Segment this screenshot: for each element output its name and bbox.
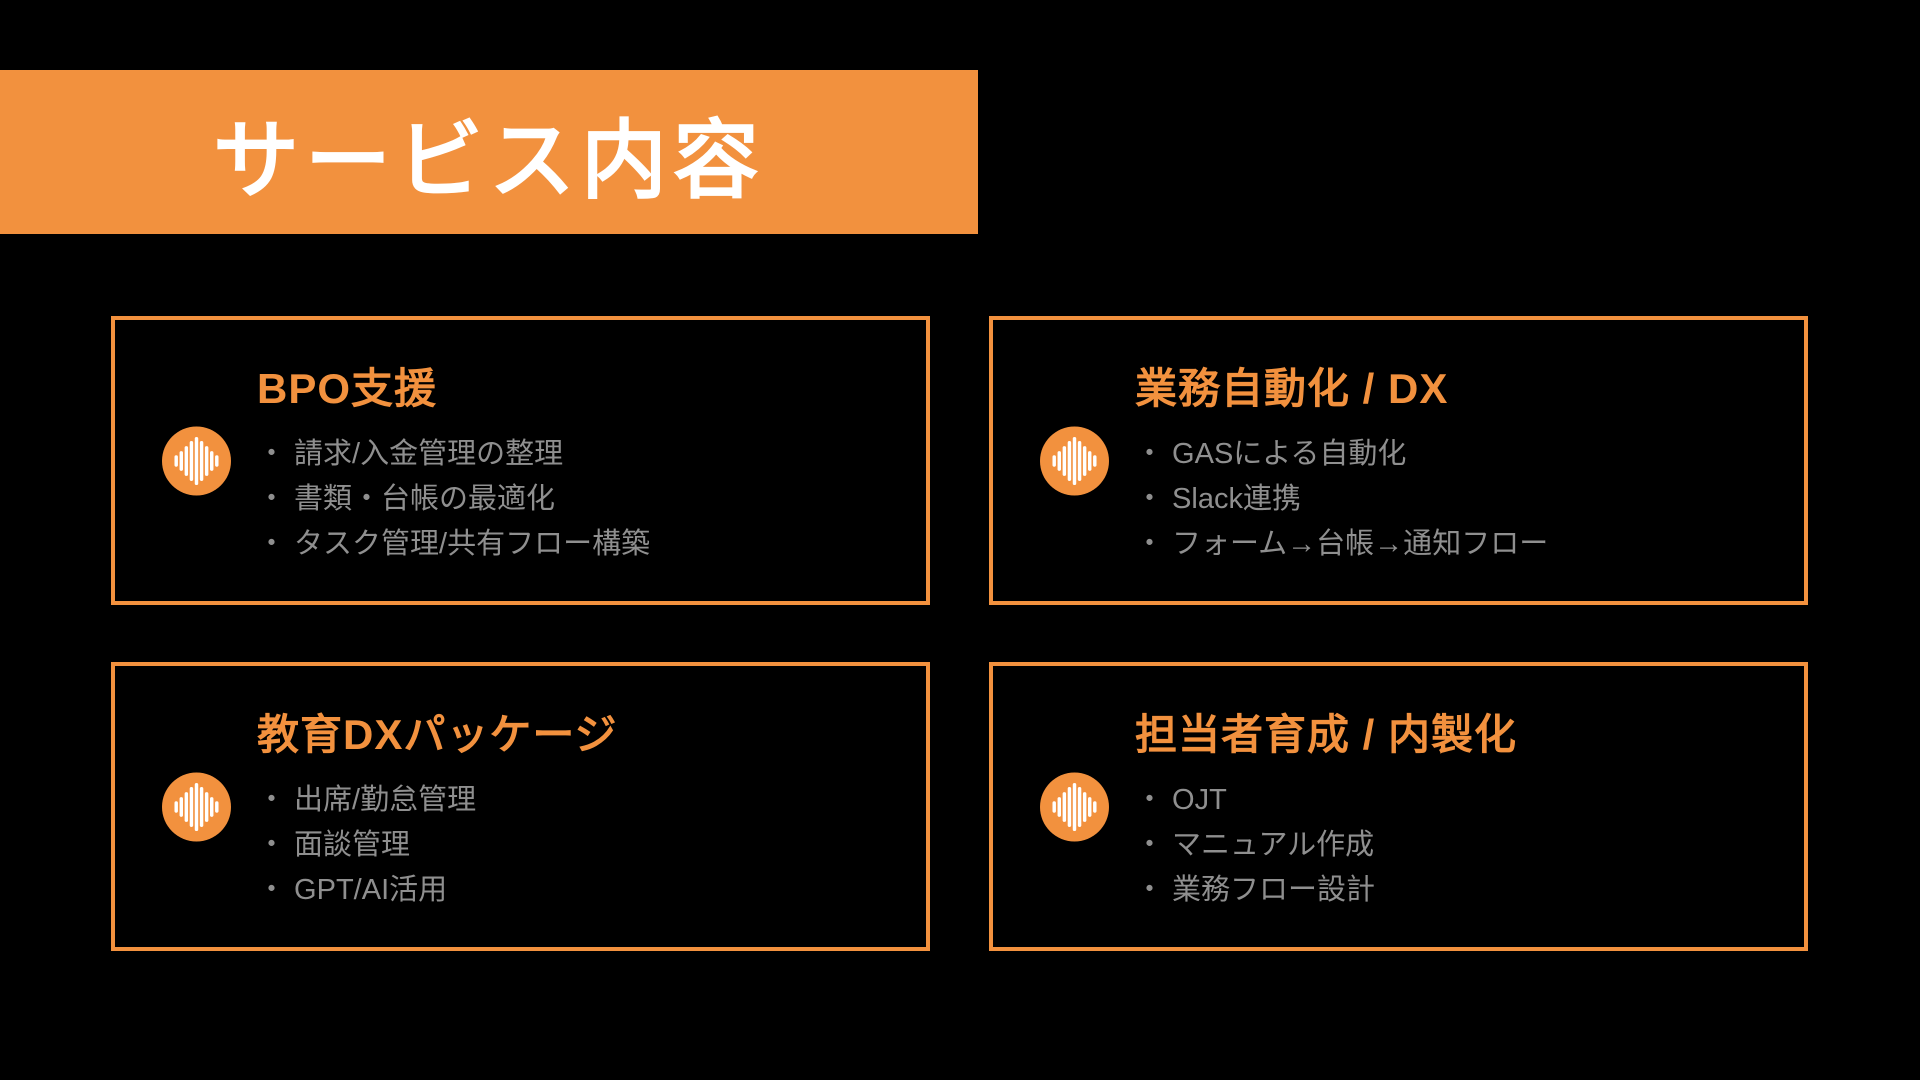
card-title: 業務自動化 / DX [1135,364,1449,412]
waveform-icon [1040,772,1109,841]
waveform-icon [162,426,231,495]
bullet-item: ・ 出席/勤怠管理 [257,783,477,816]
card-body: 教育DXパッケージ ・ 出席/勤怠管理 ・ 面談管理 ・ GPT/AI活用 [257,701,618,913]
bullet-item: ・ Slack連携 [1135,482,1301,515]
bullet-item: ・ 請求/入金管理の整理 [257,437,564,470]
page-title: サービス内容 [213,112,765,209]
service-card-bpo: BPO支援 ・ 請求/入金管理の整理 ・ 書類・台帳の最適化 ・ タスク管理/共… [111,316,930,605]
card-title: 教育DXパッケージ [257,710,618,758]
bullet-item: ・ GPT/AI活用 [257,873,448,906]
bullet-item: ・ フォーム→台帳→通知フロー [1135,527,1549,560]
service-card-education-dx: 教育DXパッケージ ・ 出席/勤怠管理 ・ 面談管理 ・ GPT/AI活用 [111,662,930,951]
bullet-item: ・ 書類・台帳の最適化 [257,482,556,515]
card-body: BPO支援 ・ 請求/入金管理の整理 ・ 書類・台帳の最適化 ・ タスク管理/共… [257,355,650,567]
bullet-item: ・ 面談管理 [257,828,411,861]
service-card-training-insourcing: 担当者育成 / 内製化 ・ OJT ・ マニュアル作成 ・ 業務フロー設計 [989,662,1808,951]
waveform-icon [162,772,231,841]
card-body: 業務自動化 / DX ・ GASによる自動化 ・ Slack連携 ・ フォーム→… [1135,355,1548,567]
bullet-item: ・ 業務フロー設計 [1135,873,1376,906]
card-title: 担当者育成 / 内製化 [1135,710,1518,758]
card-body: 担当者育成 / 内製化 ・ OJT ・ マニュアル作成 ・ 業務フロー設計 [1135,701,1517,913]
service-card-automation-dx: 業務自動化 / DX ・ GASによる自動化 ・ Slack連携 ・ フォーム→… [989,316,1808,605]
card-title: BPO支援 [257,364,438,412]
bullet-item: ・ マニュアル作成 [1135,828,1375,861]
title-banner: サービス内容 [0,70,978,234]
bullet-item: ・ OJT [1135,783,1227,816]
bullet-item: ・ GASによる自動化 [1135,437,1407,470]
bullet-item: ・ タスク管理/共有フロー構築 [257,527,651,560]
waveform-icon [1040,426,1109,495]
